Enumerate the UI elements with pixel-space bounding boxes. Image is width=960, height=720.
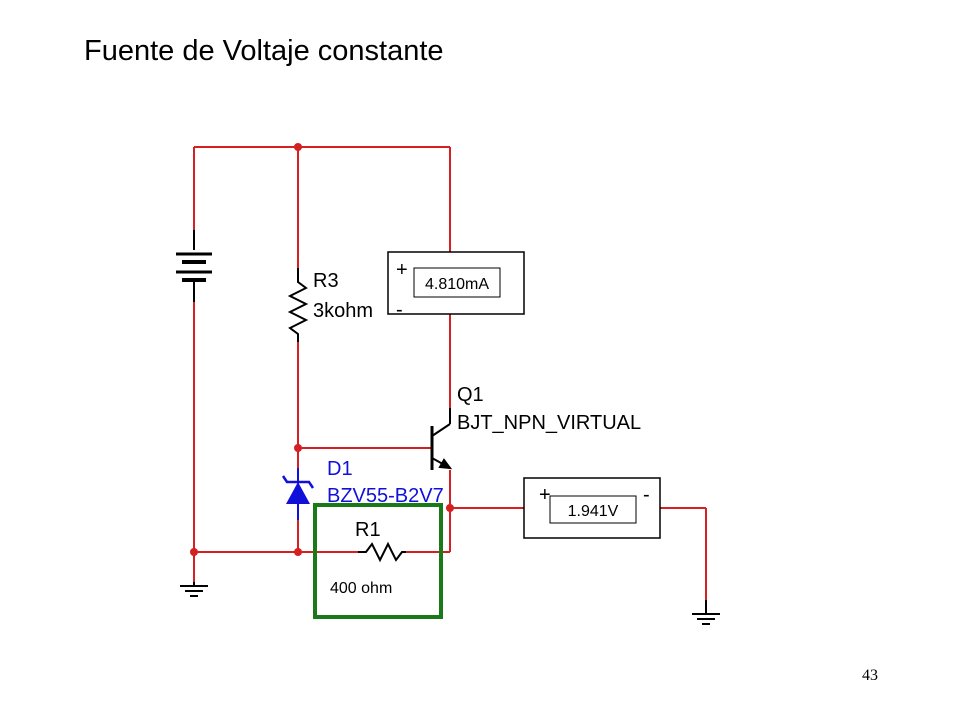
page-number: 43 [862, 667, 878, 684]
d1-value-label: BZV55-B2V7 [327, 485, 444, 507]
zener-diode-icon [281, 468, 315, 520]
r1-value-label: 400 ohm [330, 580, 392, 597]
ground-icon [692, 600, 720, 625]
zener-d1[interactable]: D1 BZV55-B2V7 [281, 458, 444, 520]
voltmeter-reading: 1.941V [568, 503, 619, 520]
q1-ref-label: Q1 [457, 384, 484, 406]
junction-dot [294, 143, 302, 151]
junction-dot [446, 504, 454, 512]
q1-value-label: BJT_NPN_VIRTUAL [457, 412, 641, 434]
resistor-r1[interactable]: R1 400 ohm [330, 519, 406, 597]
ammeter[interactable]: 4.810mA + - [387, 251, 525, 321]
voltmeter-display [549, 495, 637, 524]
voltmeter[interactable]: 1.941V + - [523, 477, 661, 539]
ammeter-minus: - [396, 299, 403, 321]
resistor-r3[interactable]: R3 3kohm [287, 268, 373, 342]
resistor-icon [287, 268, 309, 342]
voltmeter-plus: + [539, 484, 551, 506]
voltmeter-minus: - [643, 484, 650, 506]
ammeter-reading: 4.810mA [425, 276, 489, 293]
ammeter-plus: + [396, 259, 408, 281]
r3-ref-label: R3 [313, 270, 339, 292]
ground-icon [180, 582, 208, 597]
ammeter-display [413, 267, 501, 298]
d1-ref-label: D1 [327, 458, 353, 480]
junction-dot [294, 548, 302, 556]
r3-value-label: 3kohm [313, 300, 373, 322]
r1-ref-label: R1 [355, 519, 381, 541]
junction-dots [190, 143, 454, 556]
resistor-icon [358, 541, 406, 563]
battery-icon [176, 230, 212, 302]
voltmeter-box [523, 477, 661, 539]
highlight-box [313, 503, 443, 619]
junction-dot [294, 444, 302, 452]
page-title: Fuente de Voltaje constante [84, 35, 444, 67]
npn-transistor-icon [430, 408, 453, 470]
junction-dot [190, 548, 198, 556]
transistor-q1[interactable]: Q1 BJT_NPN_VIRTUAL [430, 384, 641, 470]
